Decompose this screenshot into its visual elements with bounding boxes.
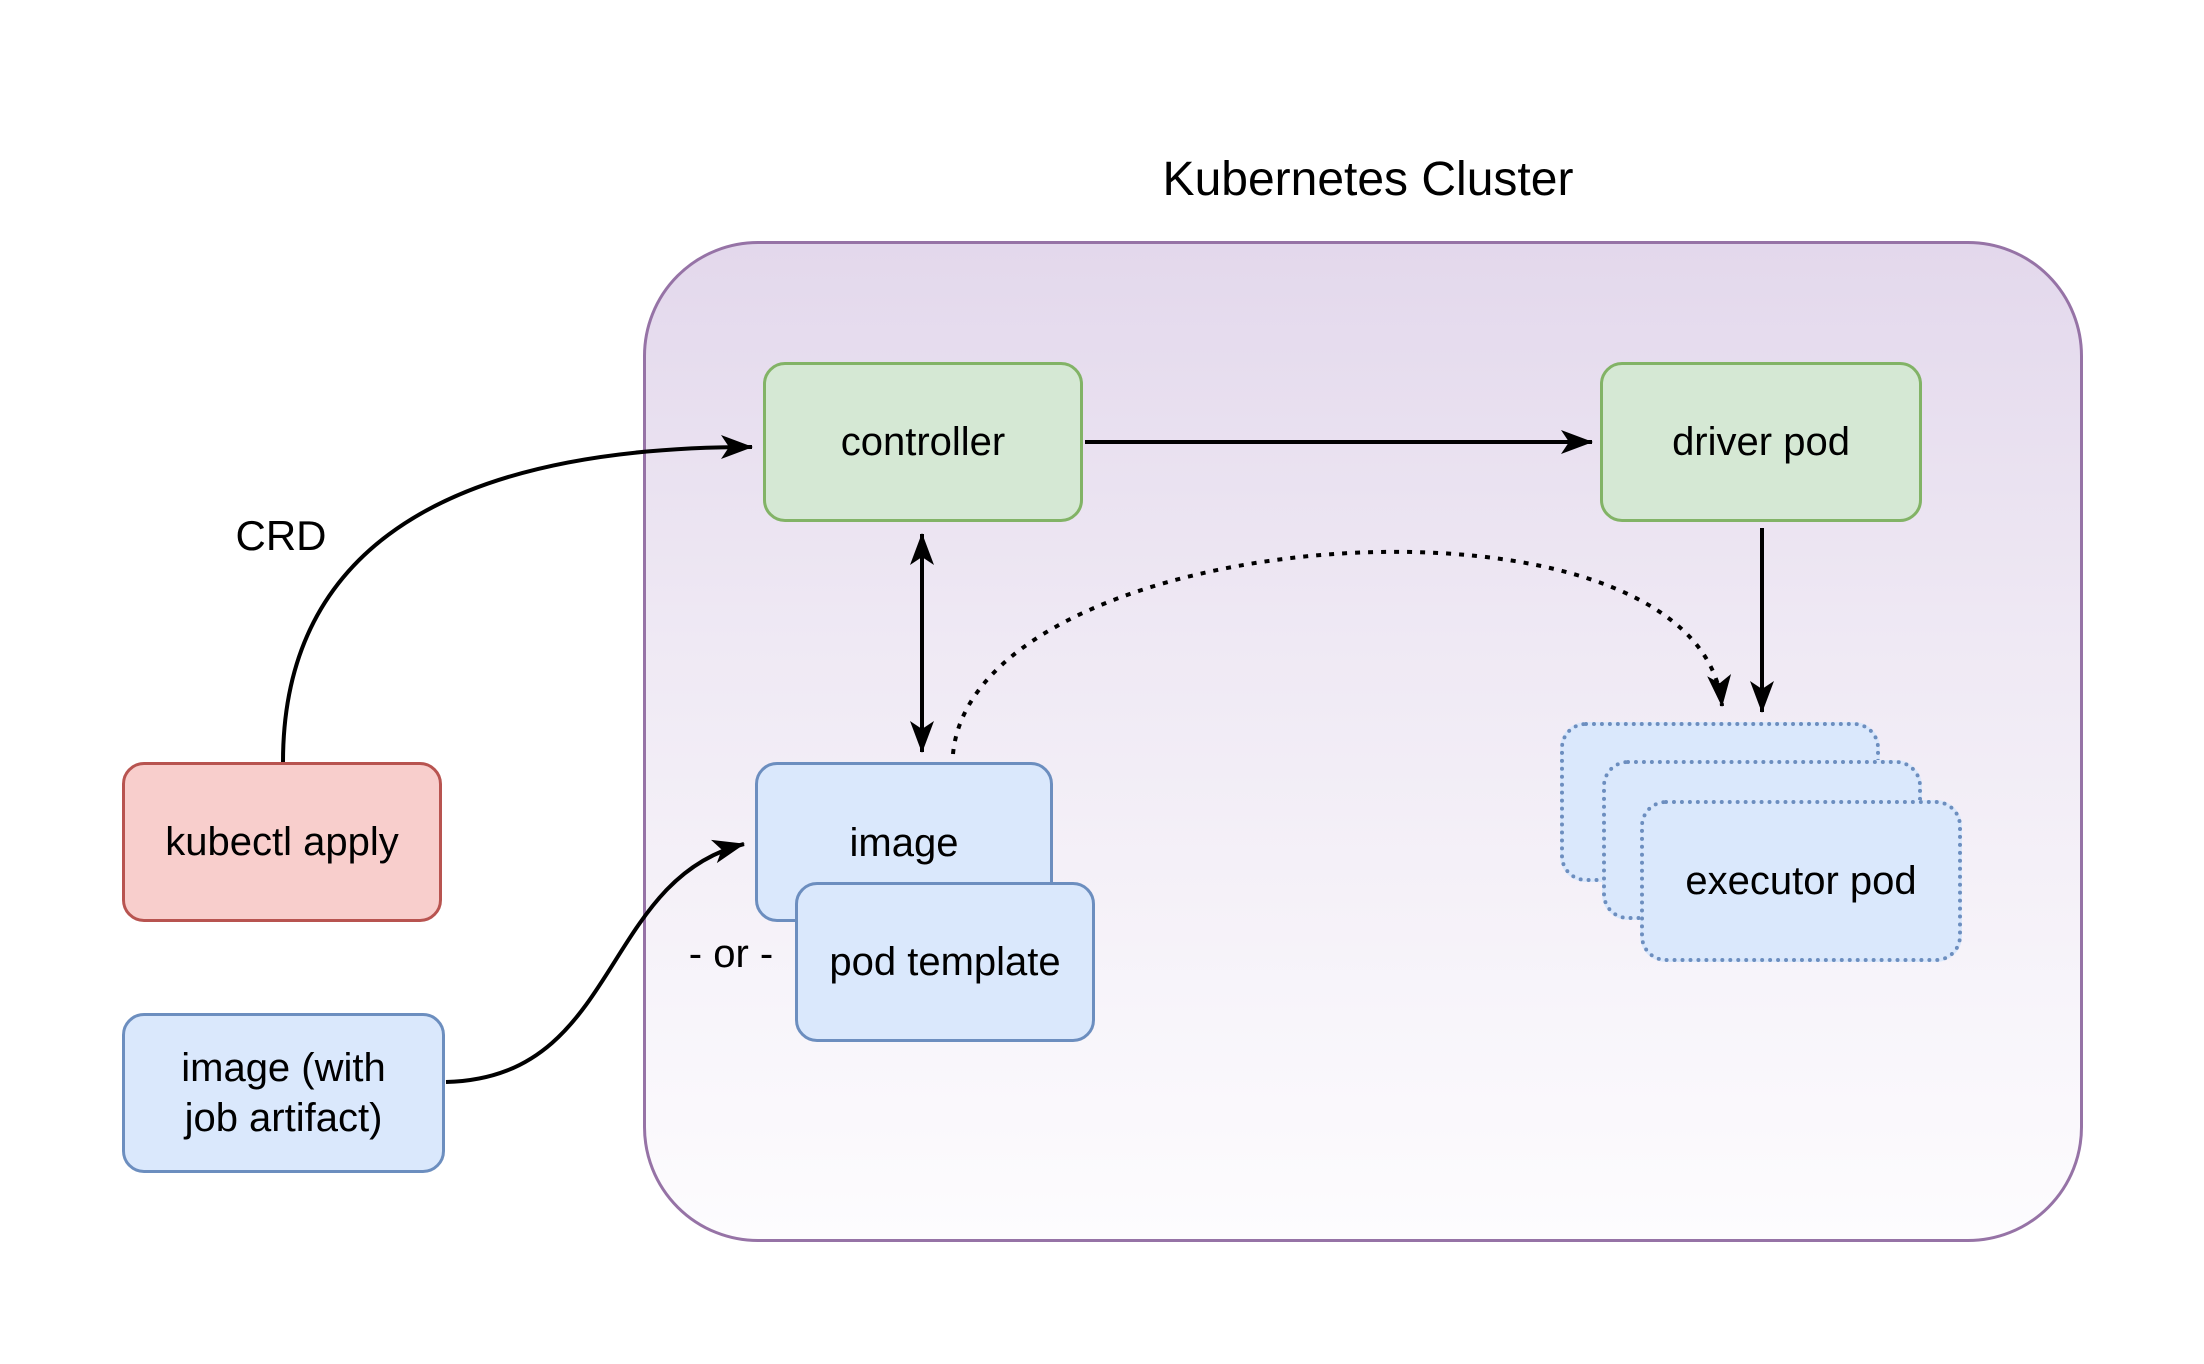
or-label: - or - (688, 932, 774, 976)
crd-label: CRD (235, 512, 327, 559)
cluster-title: Kubernetes Cluster (1162, 153, 1574, 206)
pod-template-node: pod template (795, 882, 1095, 1042)
image-with-job-artifact-node: image (with job artifact) (122, 1013, 445, 1173)
driver-pod-node: driver pod (1600, 362, 1922, 522)
executor-pod-node-front: executor pod (1640, 800, 1962, 962)
kubectl-apply-node: kubectl apply (122, 762, 442, 922)
controller-node: controller (763, 362, 1083, 522)
